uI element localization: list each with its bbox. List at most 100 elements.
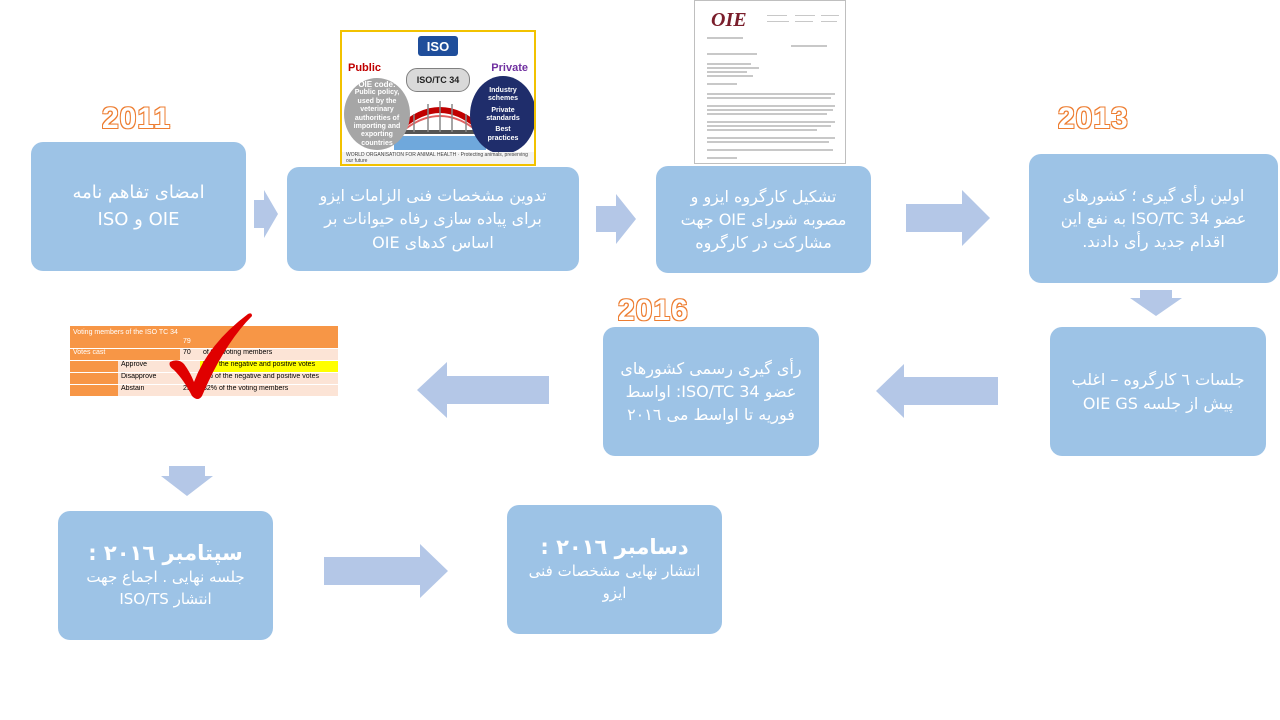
december-box: دسامبر ٢٠١٦ : انتشار نهایی مشخصات فنی ای… <box>507 505 722 634</box>
letter-line <box>707 71 747 73</box>
table-cell-desc: % of the negative and positive votes <box>200 361 338 372</box>
letter-line <box>767 21 789 22</box>
iso-public-private-image: ISO Public Private ISO/TC 34 OIE code: P… <box>340 30 536 166</box>
letter-line <box>707 113 827 115</box>
letter-line <box>707 121 835 123</box>
iso-left-circle: OIE code: Public policy, used by the vet… <box>344 78 410 150</box>
year-2011: 2011 <box>101 101 172 136</box>
letter-line <box>707 37 743 39</box>
iso-image-footer: WORLD ORGANISATION FOR ANIMAL HEALTH · P… <box>342 152 534 164</box>
september-box: سپتامبر ٢٠١٦ : جلسه نهایی . اجماع جهت ان… <box>58 511 273 640</box>
december-heading: دسامبر ٢٠١٦ : <box>540 535 689 560</box>
table-cell-desc: 7% of the negative and positive votes <box>200 373 338 384</box>
mou-box: امضای تفاهم نامه OIE و ISO <box>31 142 246 271</box>
september-heading: سپتامبر ٢٠١٦ : <box>88 541 243 566</box>
formal-vote-line-2: عضو ISO/TC 34: اواسط <box>625 381 797 401</box>
meetings-line-1: جلسات ٦ کارگروه – اغلب <box>1071 370 1245 390</box>
letter-line <box>791 45 827 47</box>
iso-right-circle-line: standards <box>486 115 520 122</box>
meetings-box: جلسات ٦ کارگروه – اغلب پیش از جلسه OIE G… <box>1050 327 1266 456</box>
table-cell-sub: Approve <box>118 361 180 372</box>
working-group-line-2: مصوبه شورای OIE جهت <box>680 209 847 229</box>
working-group-line-3: مشارکت در کارگروه <box>695 233 832 253</box>
letter-line <box>707 75 753 77</box>
iso-left-circle-line: importing and <box>353 122 401 130</box>
iso-right-circle-line: Private <box>491 106 515 114</box>
letter-line <box>707 93 835 95</box>
oie-letter-image: OIE <box>694 0 846 164</box>
iso-left-circle-line: authorities of <box>354 114 400 122</box>
mou-line-1: امضای تفاهم نامه <box>72 182 205 204</box>
iso-tc-label: ISO/TC 34 <box>406 68 470 92</box>
table-cell-blank <box>70 373 118 384</box>
first-vote-line-2: عضو ISO/TC 34 به نفع این <box>1060 208 1247 228</box>
iso-right-circle: Industry schemes Private standards Best … <box>470 76 534 154</box>
table-header-label: Voting members of the ISO TC 34 <box>73 329 178 336</box>
letter-line <box>707 137 835 139</box>
voting-results-table: Voting members of the ISO TC 34 79 Votes… <box>70 326 338 397</box>
september-line-1: جلسه نهایی . اجماع جهت <box>86 568 245 587</box>
table-row: Votes cast 70 of the voting members <box>70 349 338 360</box>
table-header-row: Voting members of the ISO TC 34 79 <box>70 326 338 348</box>
letter-line <box>795 21 813 22</box>
mou-line-2: OIE و ISO <box>97 208 180 230</box>
arrow-right-2 <box>596 194 636 244</box>
letter-line <box>707 53 757 55</box>
table-cell-sub: Disapprove <box>118 373 180 384</box>
december-line-2: ایزو <box>602 584 627 603</box>
formal-vote-box: رأی گیری رسمی کشورهای عضو ISO/TC 34: اوا… <box>603 327 819 456</box>
arrow-left-1 <box>876 364 998 418</box>
iso-left-circle-line: OIE code: <box>358 79 396 89</box>
letter-line <box>795 15 815 16</box>
year-2016: 2016 <box>617 293 689 328</box>
letter-line <box>707 97 831 99</box>
table-cell-value: 70 <box>180 349 200 360</box>
drafting-line-1: تدوین مشخصات فنی الزامات ایزو <box>319 186 547 206</box>
table-cell-blank <box>70 385 118 396</box>
table-cell-desc: 32% of the voting members <box>200 385 338 396</box>
letter-line <box>707 67 759 69</box>
iso-left-circle-line: exporting <box>361 131 393 139</box>
arrow-right-1 <box>254 190 278 238</box>
letter-line <box>707 129 817 131</box>
letter-line <box>707 157 737 159</box>
table-cell-value <box>180 361 200 372</box>
letter-line <box>821 15 839 16</box>
letter-line <box>707 105 835 107</box>
drafting-line-2: برای پیاده سازی رفاه حیوانات بر <box>324 209 542 229</box>
first-vote-box: اولین رأی گیری ؛ کشورهای عضو ISO/TC 34 ب… <box>1029 154 1278 283</box>
formal-vote-line-3: فوریه تا اواسط می ٢٠١٦ <box>627 405 795 425</box>
letter-line <box>707 141 829 143</box>
september-line-2: انتشار ISO/TS <box>119 590 212 609</box>
iso-right-circle-line: Best <box>495 126 511 134</box>
first-vote-line-1: اولین رأی گیری ؛ کشورهای <box>1062 185 1245 205</box>
iso-left-circle-line: used by the <box>357 97 397 105</box>
table-cell-desc: of the voting members <box>200 349 338 360</box>
iso-left-circle-line: veterinary <box>360 106 394 114</box>
iso-right-circle-line: schemes <box>488 95 518 103</box>
working-group-box: تشکیل کارگروه ایزو و مصوبه شورای OIE جهت… <box>656 166 871 273</box>
iso-right-circle-line: Industry <box>489 86 517 94</box>
iso-left-circle-line: countries <box>361 139 393 147</box>
drafting-box: تدوین مشخصات فنی الزامات ایزو برای پیاده… <box>287 167 579 271</box>
table-row: Approve % of the negative and positive v… <box>70 361 338 372</box>
iso-logo: ISO <box>418 36 458 56</box>
letter-line <box>821 21 837 22</box>
iso-private-label: Private <box>491 62 528 74</box>
arrow-left-2 <box>417 362 549 418</box>
arrow-down-1 <box>1130 290 1182 316</box>
table-cell-label: Votes cast <box>70 349 180 360</box>
letter-line <box>707 149 833 151</box>
arrow-down-2 <box>161 466 213 496</box>
table-header-value: 79 <box>183 338 191 345</box>
meetings-line-2: پیش از جلسه OIE GS <box>1082 393 1234 413</box>
letter-line <box>707 83 737 85</box>
working-group-line-1: تشکیل کارگروه ایزو و <box>690 186 837 206</box>
iso-right-circle-line: practices <box>487 134 519 142</box>
iso-public-label: Public <box>348 62 382 74</box>
iso-left-circle-line: Public policy, <box>354 89 400 97</box>
check-mark-icon <box>169 313 252 399</box>
letter-line <box>707 125 831 127</box>
table-cell-sub: Abstain <box>118 385 180 396</box>
letter-line <box>707 63 751 65</box>
